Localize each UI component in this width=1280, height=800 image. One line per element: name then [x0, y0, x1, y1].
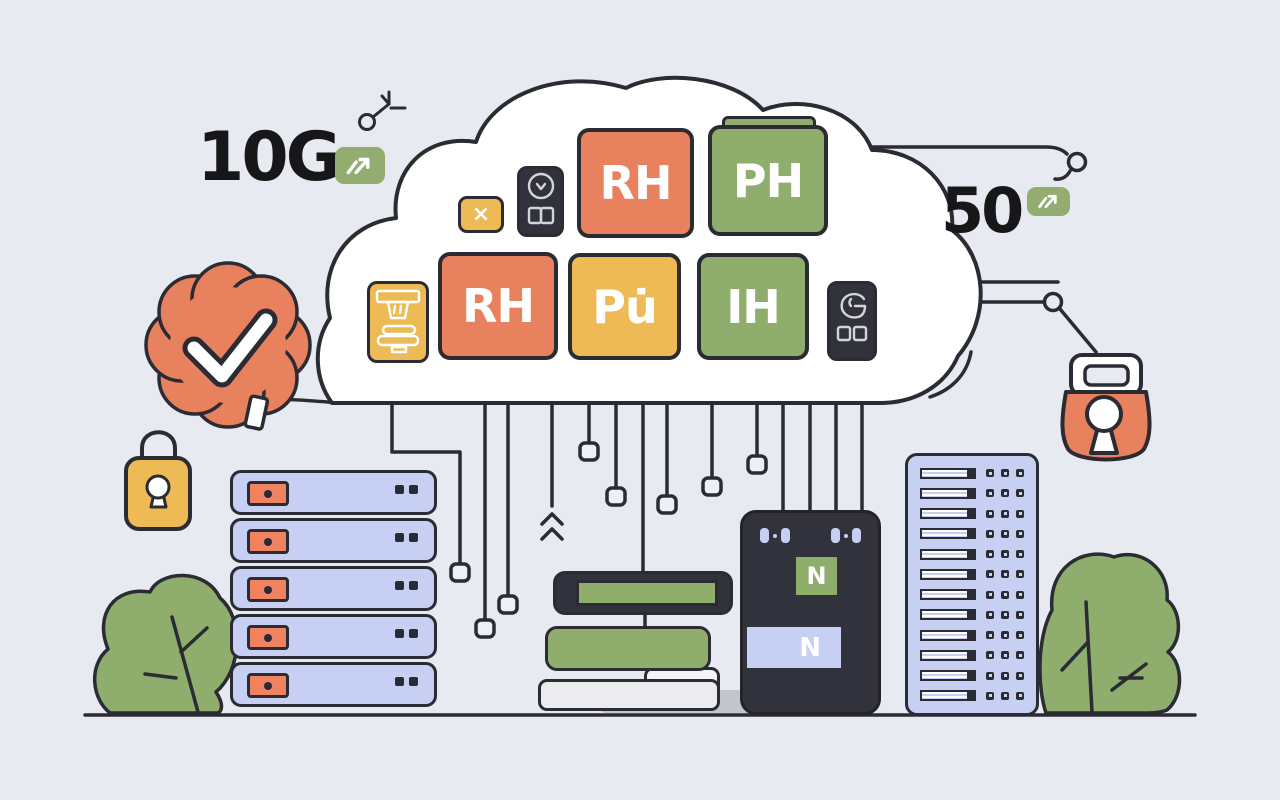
rack-port-squares: [986, 590, 1024, 599]
close-tile: ×: [458, 196, 504, 233]
rack-port-squares: [986, 489, 1024, 498]
tree-left: [93, 573, 239, 715]
rack-port-squares: [986, 631, 1024, 640]
rack-row: [920, 487, 1024, 499]
mid-stack-green-unit: [545, 626, 711, 671]
tile-ih: IH: [697, 253, 809, 360]
rack-port-squares: [986, 651, 1024, 660]
tower-badge-lavender: N: [747, 627, 841, 668]
rack-drive-bar: [920, 548, 976, 560]
server-port-squares: [395, 485, 418, 494]
reader-icon: [527, 172, 554, 224]
tile-label: Pu̇: [592, 279, 657, 334]
branch-icon: [358, 90, 407, 131]
rack-drive-bar: [920, 649, 976, 661]
server-unit: [230, 470, 437, 515]
rack-port-squares: [986, 691, 1024, 700]
tree-right: [1038, 552, 1182, 715]
rack-row: [920, 629, 1024, 641]
rack-row: [920, 609, 1024, 621]
server-tower-dark: N N: [740, 510, 881, 715]
rack-port-squares: [986, 610, 1024, 619]
trend-up-badge-right: [1027, 187, 1070, 216]
stamp-doodle-icon: [375, 289, 421, 354]
rack-port-squares: [986, 529, 1024, 538]
rack-drive-bar: [920, 629, 976, 641]
tower-badge-green: N: [796, 557, 837, 595]
padlock-yellow-icon: [124, 430, 192, 531]
rack-drive-bar: [920, 508, 976, 520]
rack-drive-bar: [920, 467, 976, 479]
mid-stack-gray-unit: [538, 679, 720, 711]
tile-label: RH: [462, 279, 535, 333]
server-port-squares: [395, 677, 418, 686]
close-icon: ×: [471, 202, 491, 227]
rack-drive-bar: [920, 690, 976, 702]
rack-port-squares: [986, 469, 1024, 477]
rack-row: [920, 548, 1024, 560]
cloud-curl: [928, 350, 973, 399]
rack-row: [920, 589, 1024, 601]
tile-label: PH: [732, 153, 804, 208]
server-unit: [230, 518, 437, 563]
server-indicator-chip: [247, 481, 289, 506]
rack-row: [920, 508, 1024, 520]
metric-10g: 10G: [197, 118, 341, 197]
tile-label: IH: [726, 279, 781, 334]
g-doodle-icon: [836, 292, 868, 342]
server-stack-left: [230, 470, 437, 707]
server-indicator-chip: [247, 625, 289, 650]
rack-port-squares: [986, 509, 1024, 518]
mid-stack-green-panel: [576, 580, 718, 606]
rack-row: [920, 568, 1024, 580]
metric-50: 50: [941, 174, 1024, 247]
server-port-squares: [395, 533, 418, 542]
tile-label: RH: [599, 156, 673, 210]
tile-rh-bottom: RH: [438, 252, 558, 360]
padlock-orange-icon: [1060, 353, 1152, 462]
rack-drive-bar: [920, 609, 976, 621]
rack-row: [920, 528, 1024, 540]
server-port-squares: [395, 581, 418, 590]
rack-row: [920, 690, 1024, 702]
tower-led-pair-right: [831, 528, 861, 543]
trend-up-badge-left: [335, 147, 385, 184]
server-port-squares: [395, 629, 418, 638]
tower-led-pair-left: [760, 528, 790, 543]
rack-port-squares: [986, 671, 1024, 680]
check-badge-icon: [144, 261, 312, 431]
server-unit: [230, 566, 437, 611]
mid-stack-dark-unit: [553, 571, 733, 615]
server-unit: [230, 662, 437, 707]
rack-port-squares: [986, 570, 1024, 579]
rack-port-squares: [986, 550, 1024, 559]
trend-up-arrow-icon: [1037, 194, 1057, 209]
rack-row: [920, 649, 1024, 661]
doodle-tile: [367, 281, 429, 363]
tile-rh-top: RH: [577, 128, 694, 238]
tile-ph: PH: [708, 125, 828, 236]
server-indicator-chip: [247, 529, 289, 554]
trend-up-arrow-icon: [346, 157, 370, 174]
rack-drive-bar: [920, 487, 976, 499]
rack-drive-bar: [920, 528, 976, 540]
server-unit: [230, 614, 437, 659]
rack-row: [920, 670, 1024, 682]
g-doodle-tile: [827, 281, 877, 361]
server-indicator-chip: [247, 577, 289, 602]
reader-tile: [517, 166, 564, 237]
rack-drive-bar: [920, 568, 976, 580]
server-indicator-chip: [247, 673, 289, 698]
rack-row: [920, 467, 1024, 479]
rack-drive-bar: [920, 589, 976, 601]
cloud-cables: [390, 401, 864, 639]
server-rack-right: [905, 453, 1039, 716]
connector-top-right: [843, 145, 1088, 181]
rack-drive-bar: [920, 670, 976, 682]
tile-pu: Pu̇: [568, 253, 681, 360]
